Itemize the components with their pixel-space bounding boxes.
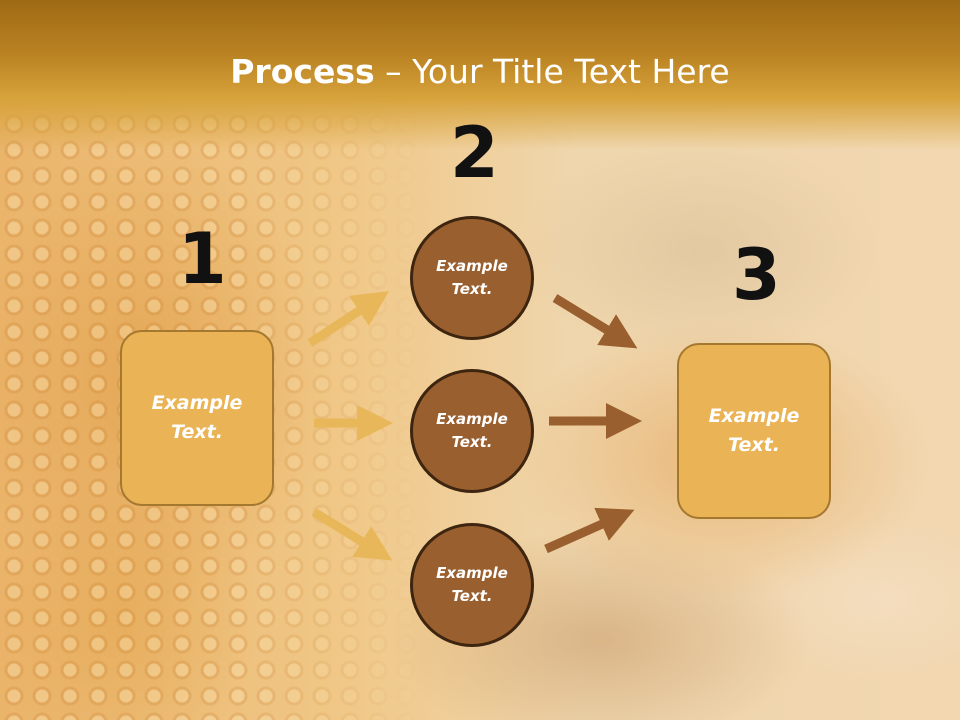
arrow-left-to-bottom	[311, 508, 393, 561]
arrow-bottom-to-right	[544, 507, 635, 554]
right-box-line-1: Example	[708, 405, 800, 427]
right-step-box[interactable]: Example Text.	[677, 343, 831, 519]
circle-top-line-1: Example	[436, 257, 508, 275]
circle-node-middle[interactable]: Example Text.	[410, 369, 534, 493]
step-number-2: 2	[450, 112, 499, 194]
title-bold: Process	[230, 52, 375, 91]
title-banner	[0, 0, 960, 150]
step-number-1: 1	[178, 218, 227, 300]
circle-bottom-line-1: Example	[436, 564, 508, 582]
left-box-line-1: Example	[151, 392, 243, 414]
circle-top-line-2: Text.	[451, 280, 493, 298]
left-box-line-2: Text.	[171, 421, 223, 443]
circle-middle-line-1: Example	[436, 410, 508, 428]
slide-title[interactable]: Process – Your Title Text Here	[0, 52, 960, 91]
step-number-3: 3	[732, 234, 781, 316]
title-rest: – Your Title Text Here	[374, 52, 730, 91]
left-step-box[interactable]: Example Text.	[120, 330, 274, 506]
right-box-line-2: Text.	[728, 434, 780, 456]
arrow-left-to-top	[307, 291, 390, 347]
circle-bottom-line-2: Text.	[451, 587, 493, 605]
arrow-top-to-right	[552, 294, 638, 349]
circle-node-top[interactable]: Example Text.	[410, 216, 534, 340]
circle-middle-line-2: Text.	[451, 433, 493, 451]
circle-node-bottom[interactable]: Example Text.	[410, 523, 534, 647]
